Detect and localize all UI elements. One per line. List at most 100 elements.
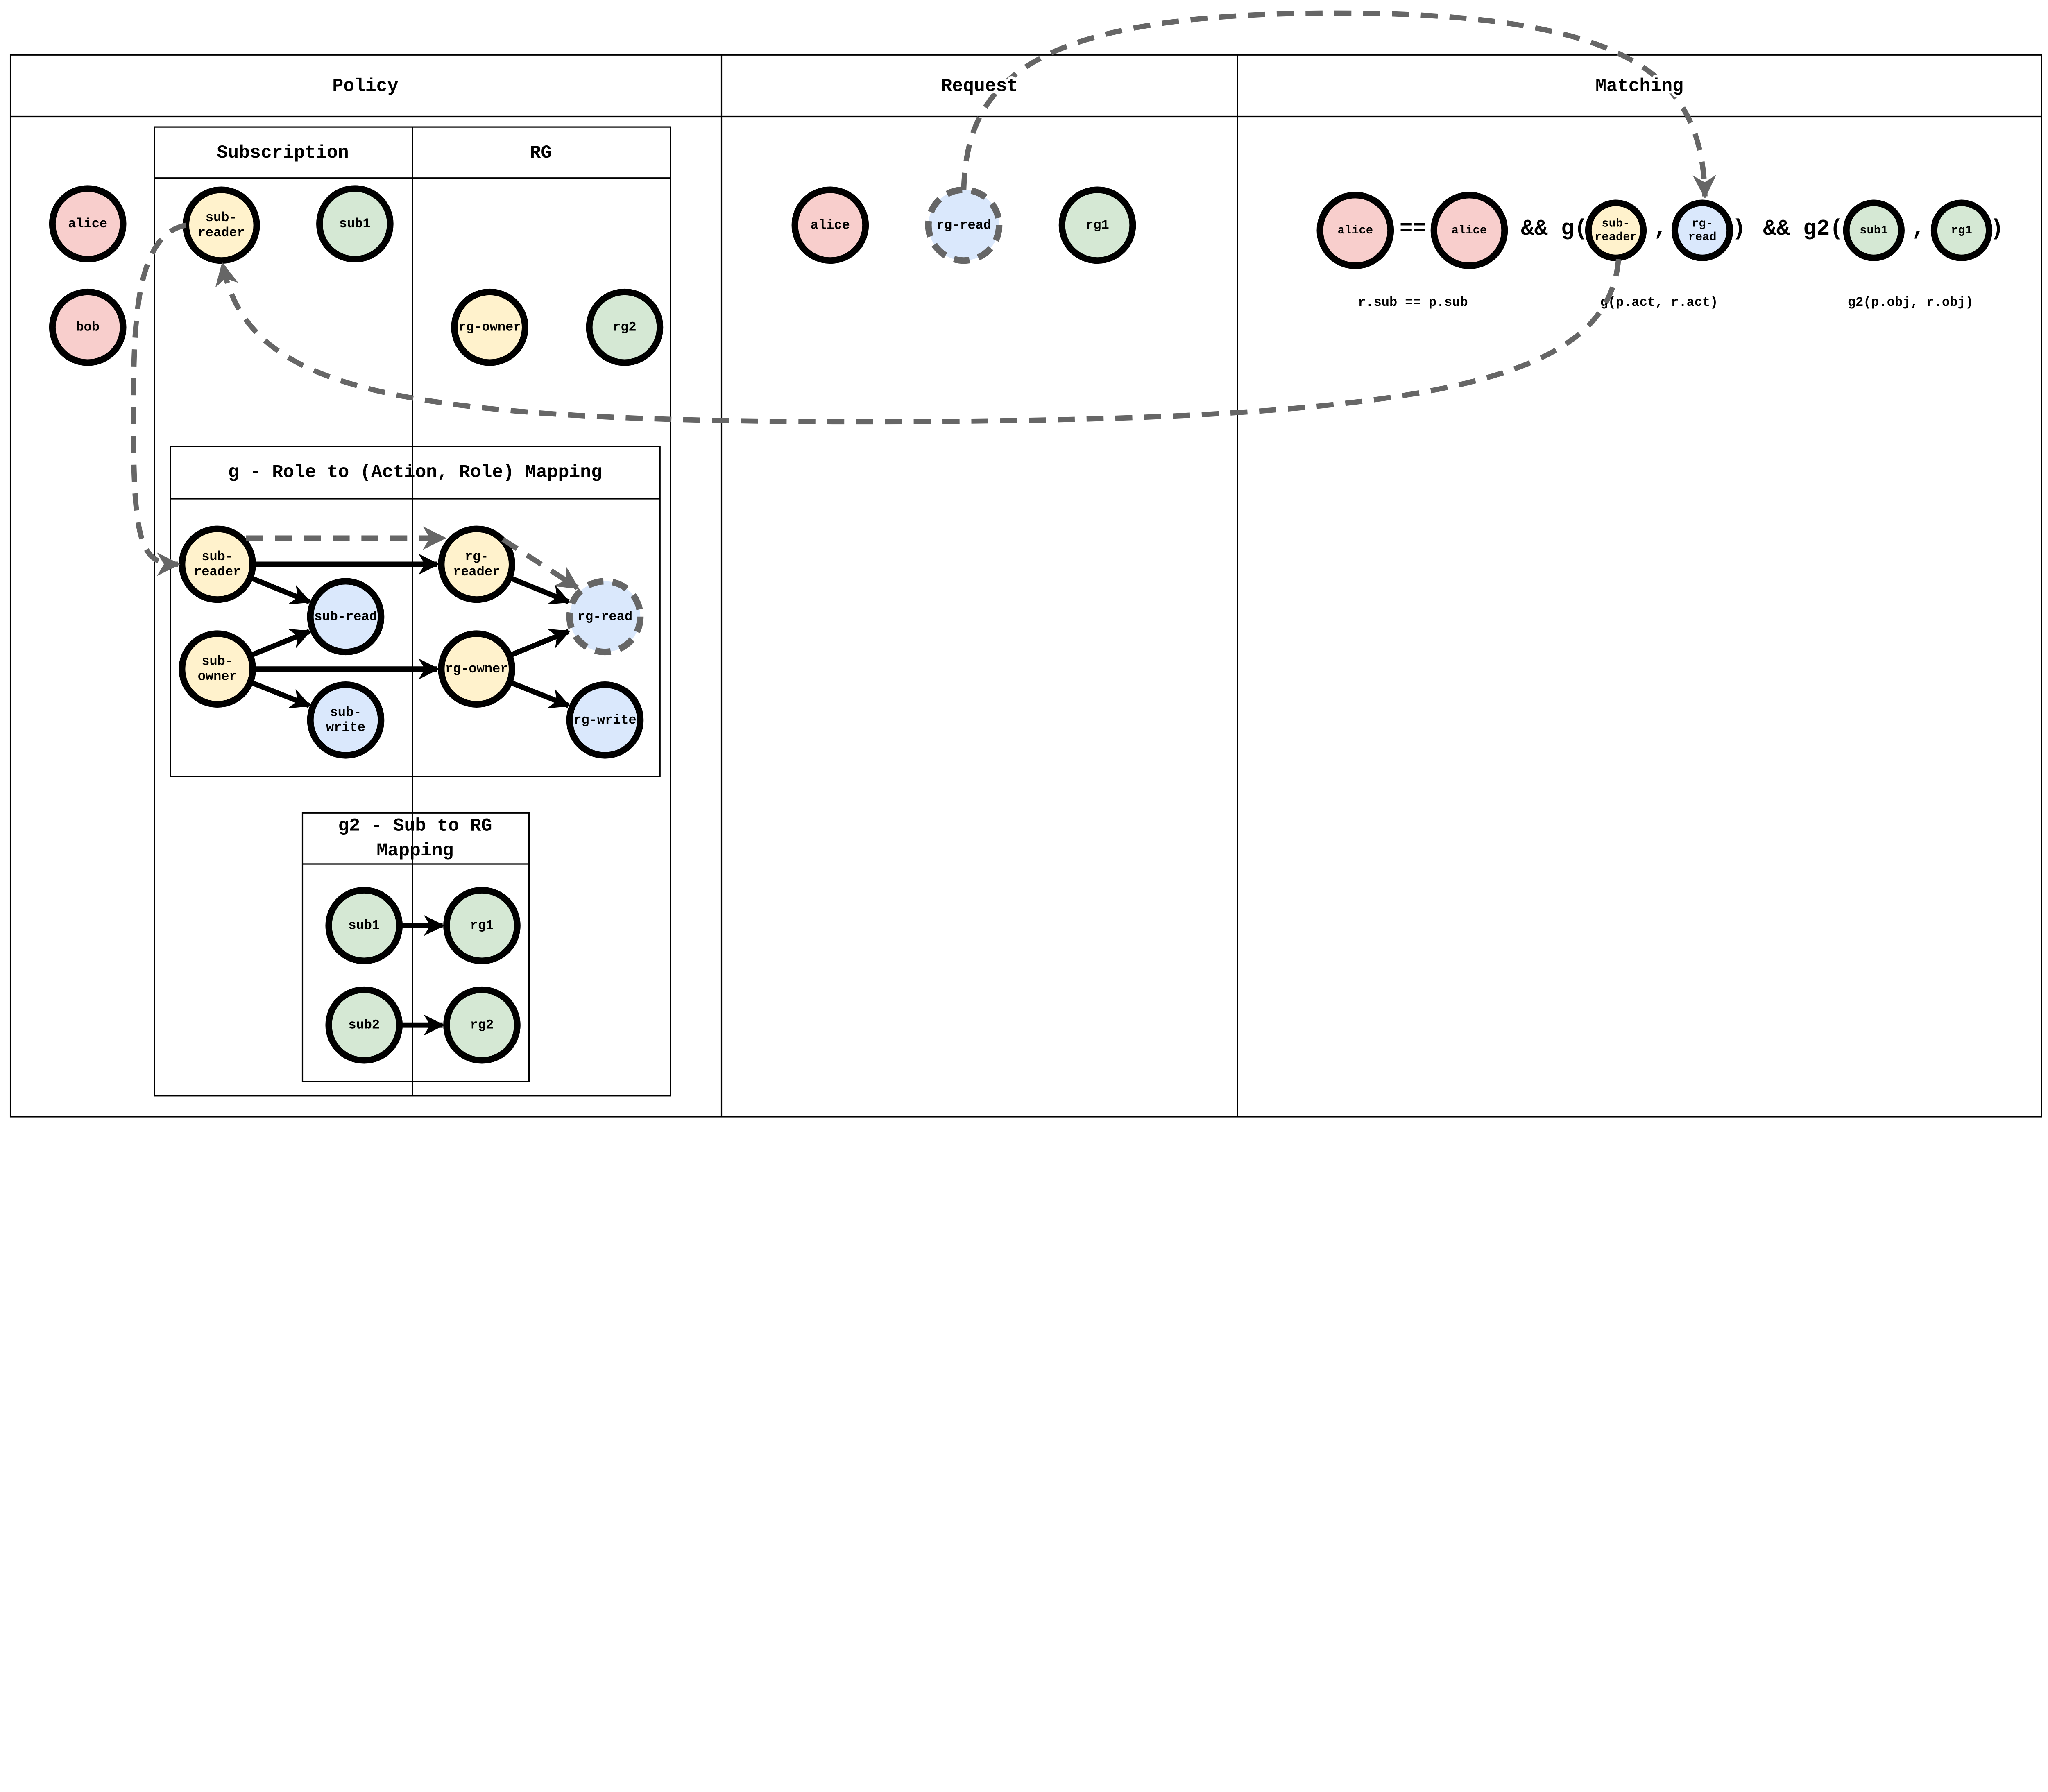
node-label: rg-read	[936, 217, 991, 233]
node-circle	[925, 186, 1003, 264]
node-circle	[443, 887, 521, 964]
matching-operator: )	[1990, 217, 2004, 242]
user-node-alice: alice	[49, 185, 127, 262]
node-circle	[179, 525, 256, 603]
matching-to-policy-arrow	[215, 259, 1621, 425]
user-node-bob: bob	[49, 288, 127, 366]
node-label: read	[1688, 231, 1716, 244]
node-circle	[49, 288, 127, 366]
node-circle	[179, 630, 256, 708]
g-node-rg-owner: rg-owner	[438, 630, 515, 708]
matching-operator: && g2(	[1763, 217, 1843, 242]
node-circle	[307, 578, 385, 656]
node-circle	[451, 288, 528, 366]
rg-header: RG	[530, 143, 552, 163]
edge-sub-reader-to-sub-read	[250, 575, 311, 604]
rg-node: rg2	[586, 288, 664, 366]
column-header-request: Request	[941, 76, 1018, 97]
node-label: sub-	[330, 705, 362, 720]
node-label: rg-	[465, 549, 489, 564]
node-label: reader	[1595, 231, 1637, 244]
matching-operator: && g(	[1521, 217, 1588, 242]
edge-rg-owner-to-rg-write	[510, 680, 571, 708]
node-label: sub-	[202, 654, 233, 669]
node-label: reader	[453, 564, 500, 579]
node-circle	[1316, 192, 1394, 269]
node-circle	[1930, 199, 1993, 261]
rg-reader-to-rg-read-arrow	[501, 537, 580, 590]
column-header-policy: Policy	[332, 76, 398, 97]
column-headers: Policy Request Matching	[330, 74, 1686, 100]
node-label: rg-write	[573, 713, 636, 728]
node-circle	[1430, 192, 1508, 269]
node-circle	[586, 288, 664, 366]
node-label: sub-	[202, 549, 233, 564]
g-mapping-title: g - Role to (Action, Role) Mapping	[228, 462, 602, 483]
node-label: sub-read	[314, 609, 377, 624]
node-circle	[1585, 199, 1647, 261]
matching-expression: == && g(,) && g2(,) r.sub == p.sub g(p.act, …	[1358, 217, 2003, 310]
g2-node-sub2: sub2	[325, 986, 403, 1064]
g-node-sub-reader: sub-reader	[179, 525, 256, 603]
node-label: rg1	[470, 918, 494, 933]
node-label: reader	[194, 564, 241, 579]
node-circle	[307, 681, 385, 759]
node-circle	[1058, 186, 1136, 264]
g2-mapping-box: g2 - Sub to RG Mapping	[301, 812, 530, 1082]
g-node-sub-write: sub-write	[307, 681, 385, 759]
matching-caption: g2(p.obj, r.obj)	[1848, 295, 1973, 310]
outer-table	[9, 54, 2042, 1118]
subscription-header: Subscription	[217, 143, 349, 163]
g-mapping-box: g - Role to (Action, Role) Mapping	[170, 446, 661, 777]
node-label: reader	[198, 225, 245, 240]
node-label: sub2	[348, 1018, 380, 1033]
matching-operator: ,	[1912, 217, 1925, 242]
g-node-rg-write: rg-write	[566, 681, 644, 759]
node-label: rg-read	[578, 609, 632, 624]
node-label: sub1	[1860, 224, 1888, 237]
node-label: alice	[811, 217, 850, 233]
node-label: rg1	[1085, 217, 1109, 233]
node-label: alice	[1338, 224, 1373, 237]
matching-caption: r.sub == p.sub	[1358, 295, 1468, 310]
request-node-alice: alice	[791, 186, 869, 264]
node-circle	[566, 681, 644, 759]
matching-node: sub-reader	[1585, 199, 1647, 261]
rg-node: rg-owner	[451, 288, 528, 366]
node-label: rg2	[470, 1018, 494, 1033]
g2-node-rg1: rg1	[443, 887, 521, 964]
edge-sub-owner-to-sub-write	[250, 680, 311, 708]
g2-mapping-title-line1: g2 - Sub to RG	[338, 816, 492, 836]
matching-operator: ,	[1654, 217, 1667, 242]
subscription-node: sub1	[316, 185, 394, 262]
node-label: bob	[76, 320, 100, 335]
node-circle	[1671, 199, 1733, 261]
g-node-sub-read: sub-read	[307, 578, 385, 656]
node-label: rg1	[1951, 224, 1972, 237]
node-label: owner	[198, 669, 237, 684]
node-circle	[49, 185, 127, 262]
g2-node-sub1: sub1	[325, 887, 403, 964]
node-circle	[325, 887, 403, 964]
node-label: alice	[68, 216, 107, 231]
matching-node: alice	[1430, 192, 1508, 269]
dashed-flow-arrows	[131, 10, 1716, 590]
g-node-rg-reader: rg-reader	[438, 525, 515, 603]
matching-caption: g(p.act, r.act)	[1600, 295, 1718, 310]
node-label: sub1	[339, 216, 371, 231]
nodes: alice bob sub-reader sub1 rg-owner rg2 sub-rea…	[49, 185, 1993, 1064]
matching-operator: )	[1732, 217, 1746, 242]
node-label: write	[326, 720, 365, 735]
g-node-rg-read: rg-read	[566, 578, 644, 656]
policy-to-g-arrow	[131, 222, 187, 576]
node-label: alice	[1452, 224, 1487, 237]
subscription-node: sub-reader	[182, 186, 260, 264]
matching-node: sub1	[1843, 199, 1905, 261]
node-label: sub-	[1602, 217, 1630, 231]
request-node-rg1: rg1	[1058, 186, 1136, 264]
node-circle	[443, 986, 521, 1064]
node-circle	[566, 578, 644, 656]
node-circle	[316, 185, 394, 262]
edge-sub-owner-to-sub-read	[250, 629, 311, 658]
matching-operator: ==	[1400, 217, 1426, 242]
